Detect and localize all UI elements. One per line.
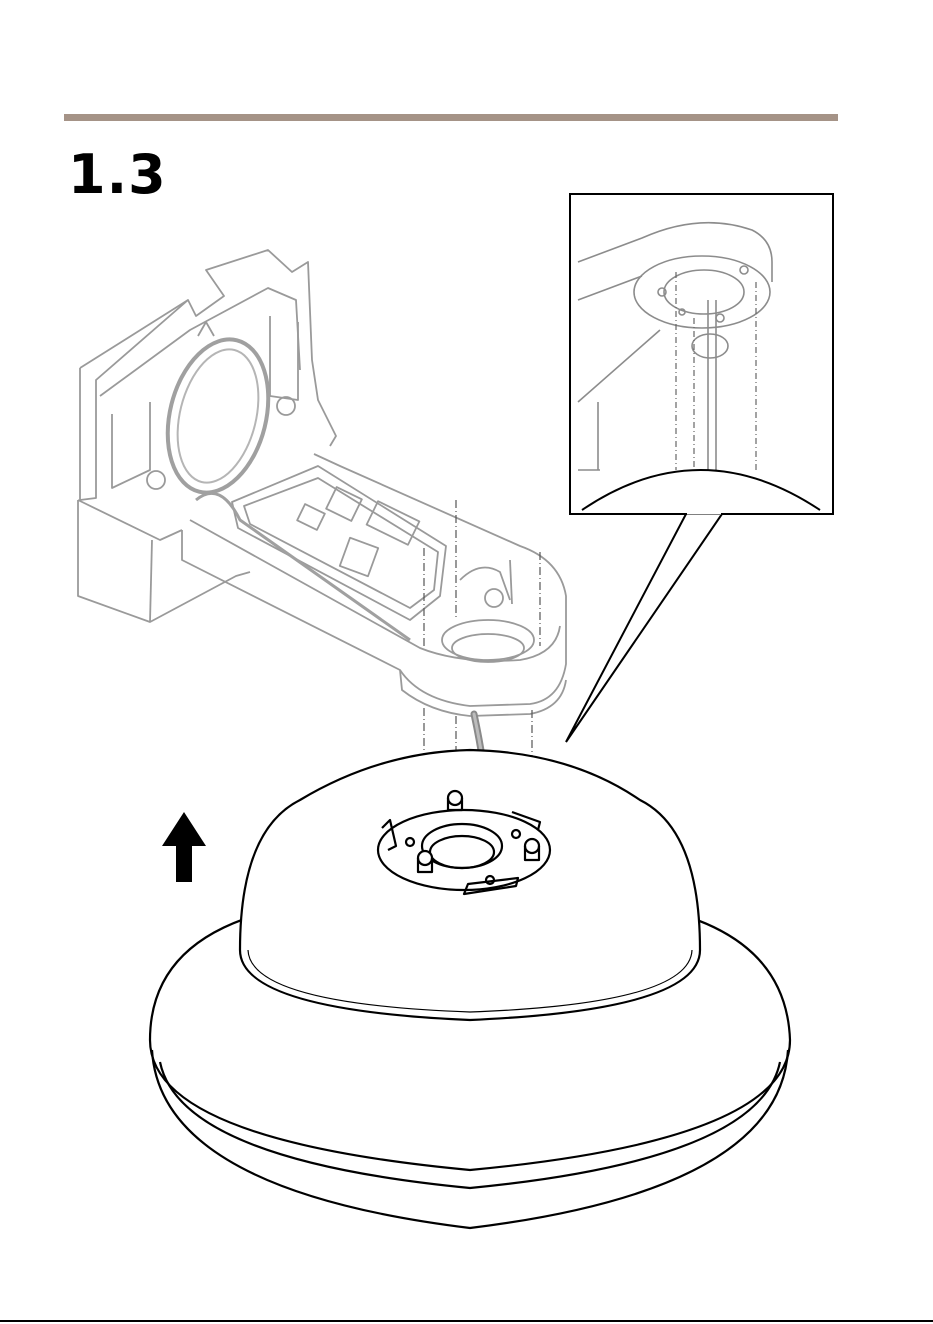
up-arrow-icon [162,812,206,882]
dome-camera-illustration [150,750,790,1228]
page-bottom-rule [0,1320,933,1322]
detail-callout-illustration [566,194,833,742]
wall-mount-illustration [78,250,566,716]
